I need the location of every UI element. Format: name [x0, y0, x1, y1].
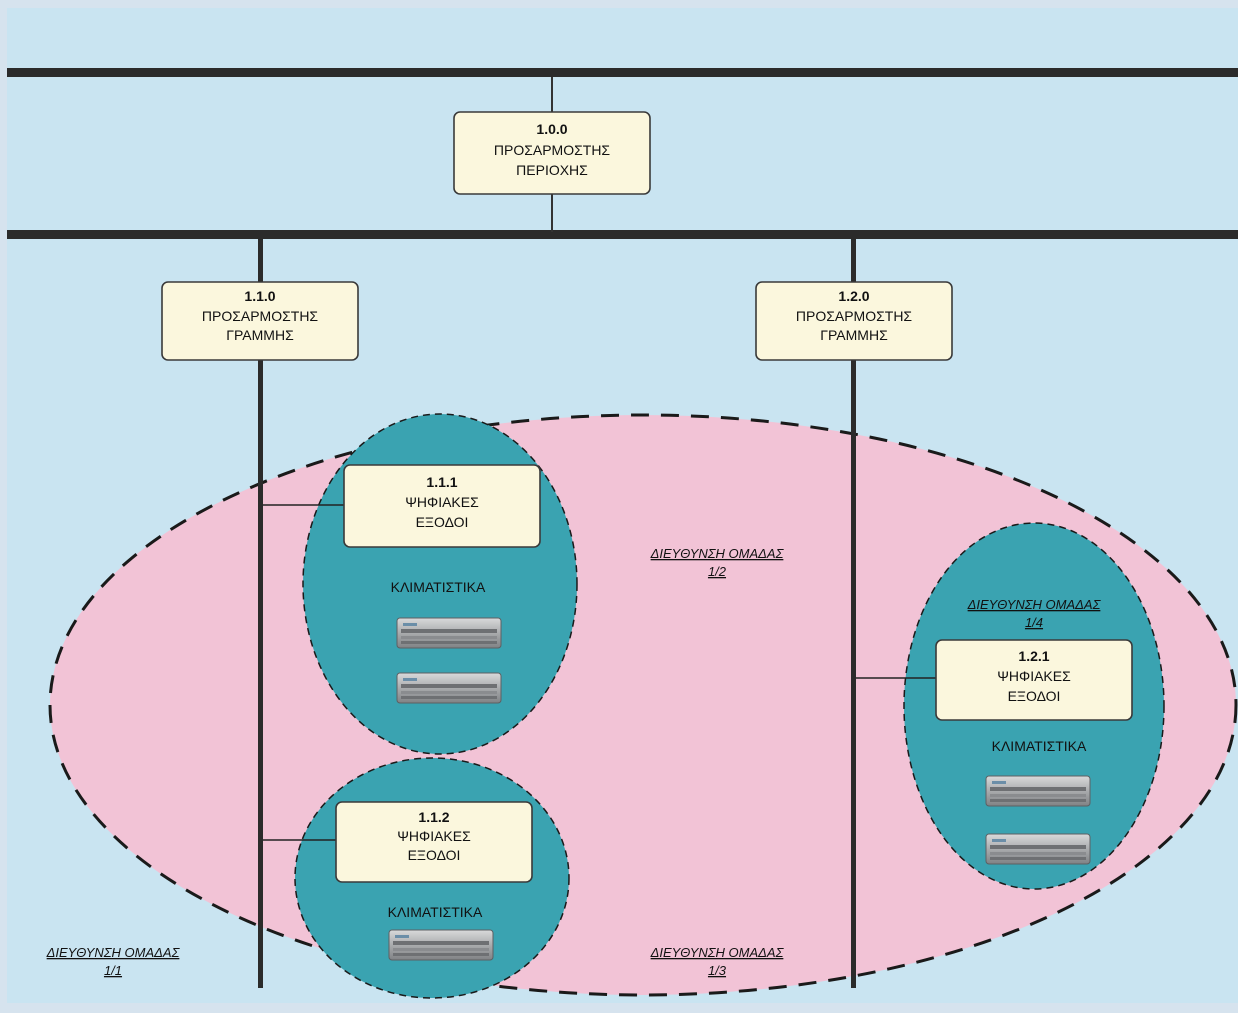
- main-line-bus: [7, 230, 1238, 239]
- group-address-1-3: ΔΙΕΥΘΥΝΣΗ ΟΜΑΔΑΣ 1/3: [650, 945, 785, 978]
- node-id: 1.1.1: [426, 474, 457, 490]
- group-address-1-4: ΔΙΕΥΘΥΝΣΗ ΟΜΑΔΑΣ 1/4: [967, 597, 1102, 630]
- group-address-value: 1/2: [708, 564, 727, 579]
- group-address-value: 1/4: [1025, 615, 1043, 630]
- group-address-1-2: ΔΙΕΥΘΥΝΣΗ ΟΜΑΔΑΣ 1/2: [650, 546, 785, 579]
- line-1-bus: [258, 360, 263, 988]
- node-digital-outputs-121[interactable]: 1.2.1 ΨΗΦΙΑΚΕΣ ΕΞΟΔΟΙ: [935, 639, 1133, 721]
- group-address-title: ΔΙΕΥΘΥΝΣΗ ΟΜΑΔΑΣ: [650, 945, 785, 960]
- node-line-adapter-1[interactable]: 1.1.0 ΠΡΟΣΑΡΜΟΣΤΗΣ ΓΡΑΜΜΗΣ: [161, 281, 359, 361]
- device-label-112: ΚΛΙΜΑΤΙΣΤΙΚΑ: [388, 904, 483, 920]
- line-1-bus-top: [258, 238, 263, 288]
- group-address-value: 1/3: [708, 963, 727, 978]
- node-id: 1.0.0: [536, 121, 567, 137]
- node-label-line2: ΓΡΑΜΜΗΣ: [226, 327, 294, 343]
- node-id: 1.2.1: [1018, 648, 1049, 664]
- line-2-bus-top: [851, 238, 856, 284]
- node-label-line2: ΕΞΟΔΟΙ: [1008, 688, 1061, 704]
- node-id: 1.2.0: [838, 288, 869, 304]
- device-label-121: ΚΛΙΜΑΤΙΣΤΙΚΑ: [992, 738, 1087, 754]
- group-address-value: 1/1: [104, 963, 122, 978]
- group-address-title: ΔΙΕΥΘΥΝΣΗ ΟΜΑΔΑΣ: [650, 546, 785, 561]
- group-address-title: ΔΙΕΥΘΥΝΣΗ ΟΜΑΔΑΣ: [967, 597, 1102, 612]
- node-label-line1: ΨΗΦΙΑΚΕΣ: [405, 494, 479, 510]
- node-label-line1: ΠΡΟΣΑΡΜΟΣΤΗΣ: [202, 308, 319, 324]
- air-conditioner-icon: [388, 929, 494, 961]
- node-label-line1: ΠΡΟΣΑΡΜΟΣΤΗΣ: [494, 142, 611, 158]
- air-conditioner-icon: [985, 833, 1091, 865]
- node-line-adapter-2[interactable]: 1.2.0 ΠΡΟΣΑΡΜΟΣΤΗΣ ΓΡΑΜΜΗΣ: [755, 281, 953, 361]
- line-2-bus: [851, 360, 856, 988]
- node-label-line2: ΕΞΟΔΟΙ: [416, 514, 469, 530]
- node-label-line1: ΨΗΦΙΑΚΕΣ: [997, 668, 1071, 684]
- group-address-title: ΔΙΕΥΘΥΝΣΗ ΟΜΑΔΑΣ: [46, 945, 181, 960]
- air-conditioner-icon: [396, 617, 502, 649]
- node-area-adapter[interactable]: 1.0.0 ΠΡΟΣΑΡΜΟΣΤΗΣ ΠΕΡΙΟΧΗΣ: [453, 111, 651, 195]
- node-label-line2: ΕΞΟΔΟΙ: [408, 847, 461, 863]
- backbone-line: [7, 68, 1238, 77]
- node-label-line2: ΓΡΑΜΜΗΣ: [820, 327, 888, 343]
- node-digital-outputs-111[interactable]: 1.1.1 ΨΗΦΙΑΚΕΣ ΕΞΟΔΟΙ: [343, 464, 541, 548]
- node-id: 1.1.2: [418, 809, 449, 825]
- node-label-line2: ΠΕΡΙΟΧΗΣ: [516, 162, 588, 178]
- air-conditioner-icon: [985, 775, 1091, 807]
- group-address-1-1: ΔΙΕΥΘΥΝΣΗ ΟΜΑΔΑΣ 1/1: [46, 945, 181, 978]
- node-id: 1.1.0: [244, 288, 275, 304]
- device-label-111: ΚΛΙΜΑΤΙΣΤΙΚΑ: [391, 579, 486, 595]
- node-label-line1: ΨΗΦΙΑΚΕΣ: [397, 828, 471, 844]
- air-conditioner-icon: [396, 672, 502, 704]
- node-digital-outputs-112[interactable]: 1.1.2 ΨΗΦΙΑΚΕΣ ΕΞΟΔΟΙ: [335, 801, 533, 883]
- node-label-line1: ΠΡΟΣΑΡΜΟΣΤΗΣ: [796, 308, 913, 324]
